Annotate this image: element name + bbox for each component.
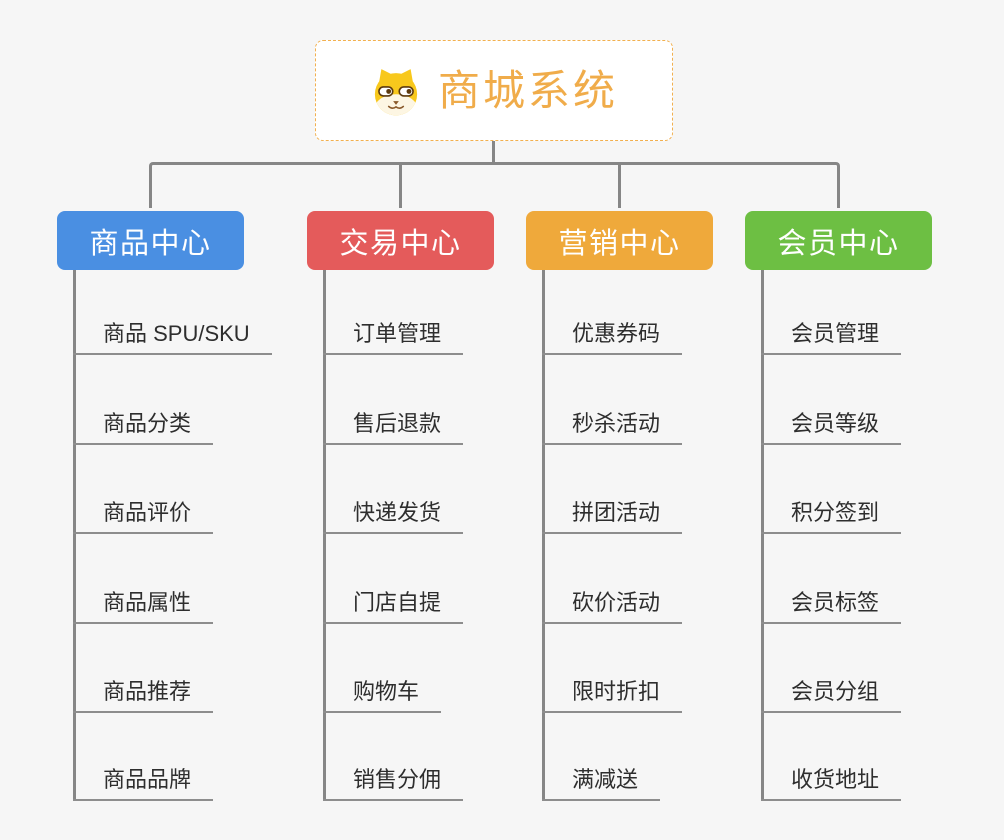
branch-connector-line	[399, 165, 402, 208]
leaf-node[interactable]: 会员标签	[761, 586, 902, 624]
leaf-node[interactable]: 满减送	[542, 763, 661, 801]
branch-node-marketing[interactable]: 营销中心	[526, 211, 713, 270]
leaf-node[interactable]: 销售分佣	[323, 763, 464, 801]
branch-trunk-line	[542, 270, 545, 801]
leaf-node[interactable]: 商品评价	[73, 496, 214, 534]
branch-connector-line	[618, 165, 621, 208]
leaf-node[interactable]: 商品品牌	[73, 763, 214, 801]
leaf-node[interactable]: 会员分组	[761, 675, 902, 713]
leaf-node[interactable]: 门店自提	[323, 586, 464, 624]
leaf-node[interactable]: 商品属性	[73, 586, 214, 624]
leaf-node[interactable]: 砍价活动	[542, 586, 683, 624]
leaf-node[interactable]: 商品分类	[73, 407, 214, 445]
leaf-node[interactable]: 售后退款	[323, 407, 464, 445]
leaf-node[interactable]: 积分签到	[761, 496, 902, 534]
leaf-node[interactable]: 购物车	[323, 675, 442, 713]
branch-node-product[interactable]: 商品中心	[57, 211, 244, 270]
leaf-node[interactable]: 会员等级	[761, 407, 902, 445]
branch-trunk-line	[761, 270, 764, 801]
leaf-node[interactable]: 商品 SPU/SKU	[73, 317, 272, 355]
branch-trunk-line	[323, 270, 326, 801]
leaf-node[interactable]: 收货地址	[761, 763, 902, 801]
shiba-dog-face-icon	[374, 68, 418, 115]
branch-node-member[interactable]: 会员中心	[745, 211, 932, 270]
leaf-node[interactable]: 订单管理	[323, 317, 464, 355]
leaf-node[interactable]: 限时折扣	[542, 675, 683, 713]
root-connector-line	[492, 141, 495, 165]
branch-node-trade[interactable]: 交易中心	[307, 211, 494, 270]
leaf-node[interactable]: 秒杀活动	[542, 407, 683, 445]
leaf-node[interactable]: 拼团活动	[542, 496, 683, 534]
leaf-node[interactable]: 商品推荐	[73, 675, 214, 713]
leaf-node[interactable]: 优惠券码	[542, 317, 683, 355]
leaf-node[interactable]: 快递发货	[323, 496, 464, 534]
root-title: 商城系统	[437, 66, 618, 114]
root-node[interactable]: 商城系统	[315, 40, 673, 141]
branch-connector-bracket	[149, 162, 840, 208]
branch-trunk-line	[73, 270, 76, 801]
leaf-node[interactable]: 会员管理	[761, 317, 902, 355]
